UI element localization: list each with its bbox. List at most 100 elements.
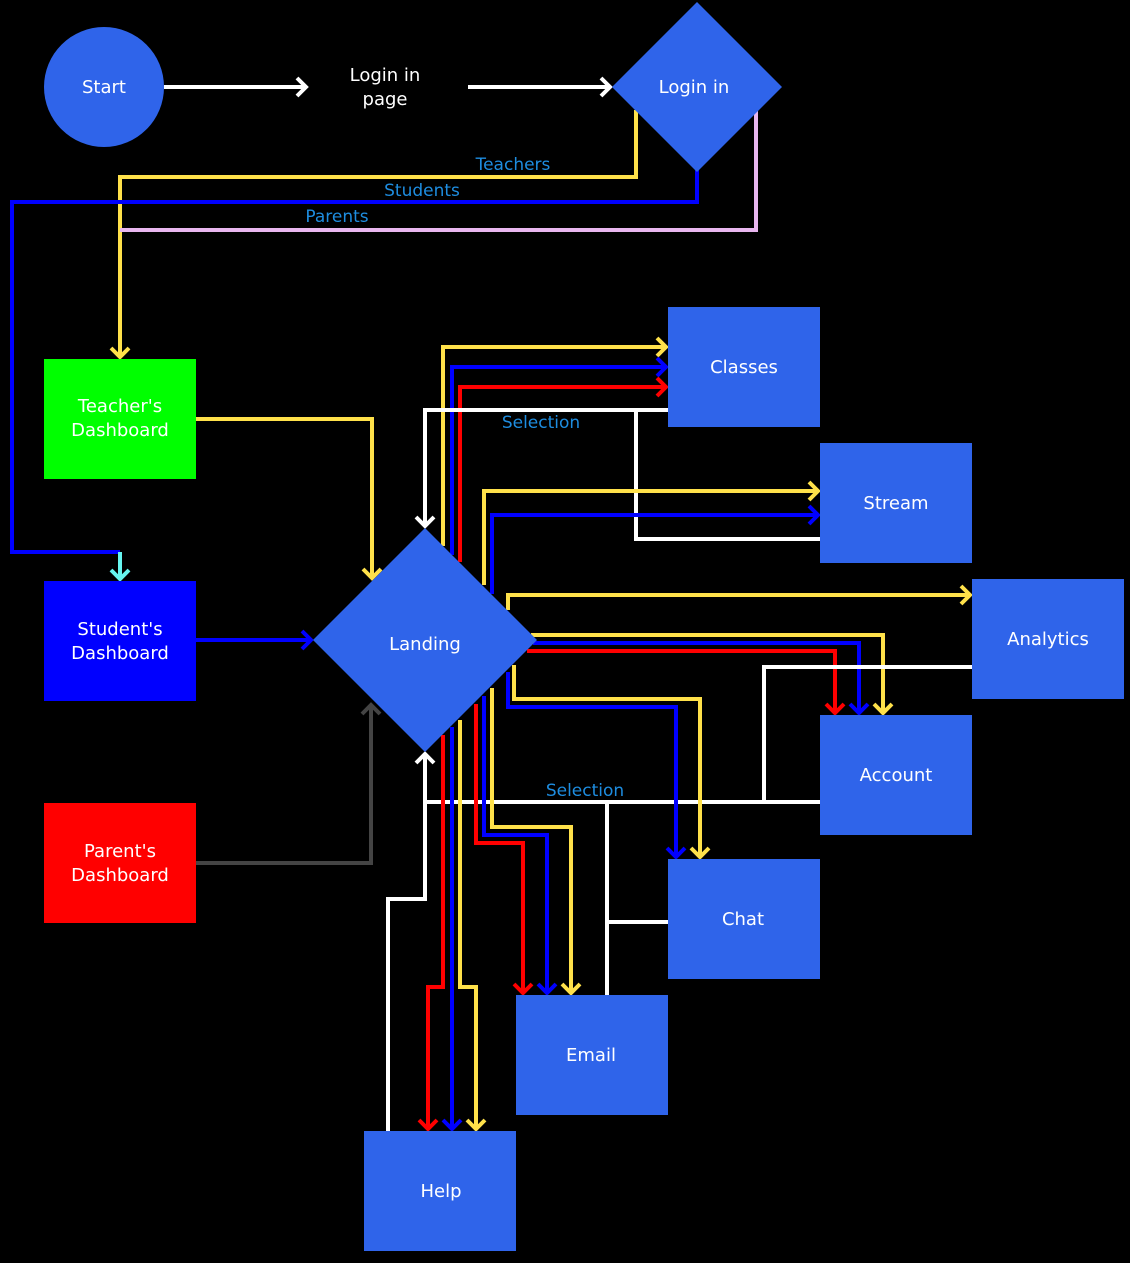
edge-landing-to-account-parent[interactable]	[527, 649, 837, 713]
node-account[interactable]: Account	[820, 715, 972, 835]
edge-parent-dashboard-to-landing-arrowhead	[360, 702, 382, 716]
stream-box	[820, 443, 972, 563]
classes-label: Classes	[710, 357, 778, 378]
edge-landing-to-analytics-teacher[interactable]	[506, 593, 970, 610]
edge-landing-to-email-student-arrowhead	[536, 982, 558, 996]
edge-classes-selection-to-landing-arrowhead	[414, 515, 436, 529]
parent-dashboard-label-line2: Dashboard	[71, 865, 169, 886]
edge-landing-to-chat-student-arrowhead	[665, 846, 687, 860]
edge-landing-to-classes-parent-arrowhead	[655, 376, 669, 398]
edge-landing-to-help-parent[interactable]	[426, 735, 445, 1129]
help-box	[364, 1131, 516, 1251]
edge-landing-to-chat-teacher[interactable]	[512, 665, 702, 857]
edges-layer	[10, 76, 973, 1132]
node-parent-dashboard[interactable]: Parent's Dashboard	[44, 803, 196, 923]
edge-landing-to-chat-teacher-arrowhead	[689, 846, 711, 860]
edge-landing-to-stream-student-arrowhead	[807, 504, 821, 526]
node-teacher-dashboard[interactable]: Teacher's Dashboard	[44, 359, 196, 479]
start-label: Start	[82, 77, 126, 98]
edge-landing-to-email-teacher[interactable]	[490, 688, 573, 993]
node-stream[interactable]: Stream	[820, 443, 972, 563]
login-decision-label: Login in	[659, 77, 730, 98]
edge-label-selection-top: Selection	[502, 413, 580, 433]
node-start[interactable]: Start	[44, 27, 164, 147]
student-dashboard-box	[44, 581, 196, 701]
email-box	[516, 995, 668, 1115]
edge-start-to-login-page-arrowhead	[295, 76, 309, 98]
edge-login-teachers-arrowhead	[109, 346, 131, 360]
node-login-decision[interactable]: Login in	[612, 2, 782, 172]
teacher-dashboard-label-line2: Dashboard	[71, 420, 169, 441]
edge-analytics-selection[interactable]	[762, 665, 972, 802]
parent-dashboard-label-line1: Parent's	[84, 841, 156, 862]
edge-landing-to-help-teacher-arrowhead	[465, 1118, 487, 1132]
edge-landing-to-account-student[interactable]	[533, 641, 861, 713]
edge-landing-to-account-parent-arrowhead	[824, 702, 846, 716]
edge-landing-to-email-student[interactable]	[482, 696, 549, 993]
node-landing[interactable]: Landing	[313, 528, 537, 752]
node-help[interactable]: Help	[364, 1131, 516, 1251]
edge-login-page-to-login-decision-arrowhead	[599, 76, 613, 98]
edge-teacher-dashboard-to-landing-arrowhead	[361, 567, 383, 581]
node-email[interactable]: Email	[516, 995, 668, 1115]
node-student-dashboard[interactable]: Student's Dashboard	[44, 581, 196, 701]
edge-label-parents: Parents	[305, 207, 368, 227]
edge-landing-to-help-parent-arrowhead	[417, 1118, 439, 1132]
edge-login-teachers[interactable]	[118, 110, 638, 357]
start-circle	[44, 27, 164, 147]
edge-landing-to-account-teacher-arrowhead	[872, 702, 894, 716]
edge-help-selection-to-landing[interactable]	[386, 754, 427, 1131]
edge-landing-to-chat-student[interactable]	[506, 672, 678, 857]
node-login-page[interactable]: Login in page	[350, 65, 421, 110]
teacher-dashboard-label-line1: Teacher's	[77, 396, 162, 417]
edge-classes-selection-to-landing[interactable]	[423, 408, 668, 526]
chat-label: Chat	[722, 909, 764, 930]
node-classes[interactable]: Classes	[668, 307, 820, 427]
edge-landing-to-email-teacher-arrowhead	[560, 982, 582, 996]
edge-help-selection-to-landing-arrowhead	[414, 751, 436, 765]
classes-box	[668, 307, 820, 427]
login-decision-diamond	[612, 2, 782, 172]
edge-landing-to-email-parent[interactable]	[474, 704, 525, 993]
node-chat[interactable]: Chat	[668, 859, 820, 979]
help-label: Help	[420, 1181, 461, 1202]
parent-dashboard-box	[44, 803, 196, 923]
edge-landing-to-stream-student[interactable]	[490, 513, 818, 594]
edge-students-into-dashboard-arrowhead	[109, 568, 131, 582]
chat-box	[668, 859, 820, 979]
edge-parent-dashboard-to-landing[interactable]	[196, 705, 373, 865]
edge-landing-to-classes-teacher[interactable]	[441, 345, 666, 546]
edge-landing-to-account-student-arrowhead	[848, 702, 870, 716]
account-box	[820, 715, 972, 835]
edge-landing-to-classes-parent[interactable]	[458, 385, 666, 562]
edge-login-students[interactable]	[10, 170, 699, 554]
analytics-box	[972, 579, 1124, 699]
node-analytics[interactable]: Analytics	[972, 579, 1124, 699]
edge-landing-to-stream-teacher[interactable]	[482, 489, 818, 585]
teacher-dashboard-box	[44, 359, 196, 479]
edge-label-selection-bottom: Selection	[546, 781, 624, 801]
account-label: Account	[860, 765, 933, 786]
edge-landing-to-classes-student-arrowhead	[655, 356, 669, 378]
edge-landing-to-email-parent-arrowhead	[512, 982, 534, 996]
edge-student-dashboard-to-landing-arrowhead	[300, 629, 314, 651]
edge-landing-to-account-teacher[interactable]	[531, 633, 885, 713]
student-dashboard-label-line2: Dashboard	[71, 643, 169, 664]
edge-login-parents[interactable]	[120, 110, 758, 232]
edge-landing-to-stream-teacher-arrowhead	[807, 480, 821, 502]
nodes-layer: Start Login in page Login in Teacher's D…	[44, 2, 1124, 1251]
edge-landing-to-analytics-teacher-arrowhead	[959, 584, 973, 606]
edge-landing-to-help-student-arrowhead	[441, 1118, 463, 1132]
edge-teacher-dashboard-to-landing[interactable]	[196, 417, 374, 578]
edge-label-teachers: Teachers	[475, 155, 551, 175]
edge-label-students: Students	[384, 181, 460, 201]
analytics-label: Analytics	[1007, 629, 1089, 650]
edge-stream-selection-to-classes-line[interactable]	[634, 410, 820, 541]
email-label: Email	[566, 1045, 616, 1066]
landing-label: Landing	[389, 634, 461, 655]
edge-landing-to-classes-teacher-arrowhead	[655, 336, 669, 358]
edge-landing-to-classes-student[interactable]	[450, 365, 666, 555]
edge-labels: Teachers Students Parents Selection Sele…	[305, 155, 624, 801]
edge-landing-to-help-teacher[interactable]	[458, 720, 478, 1129]
